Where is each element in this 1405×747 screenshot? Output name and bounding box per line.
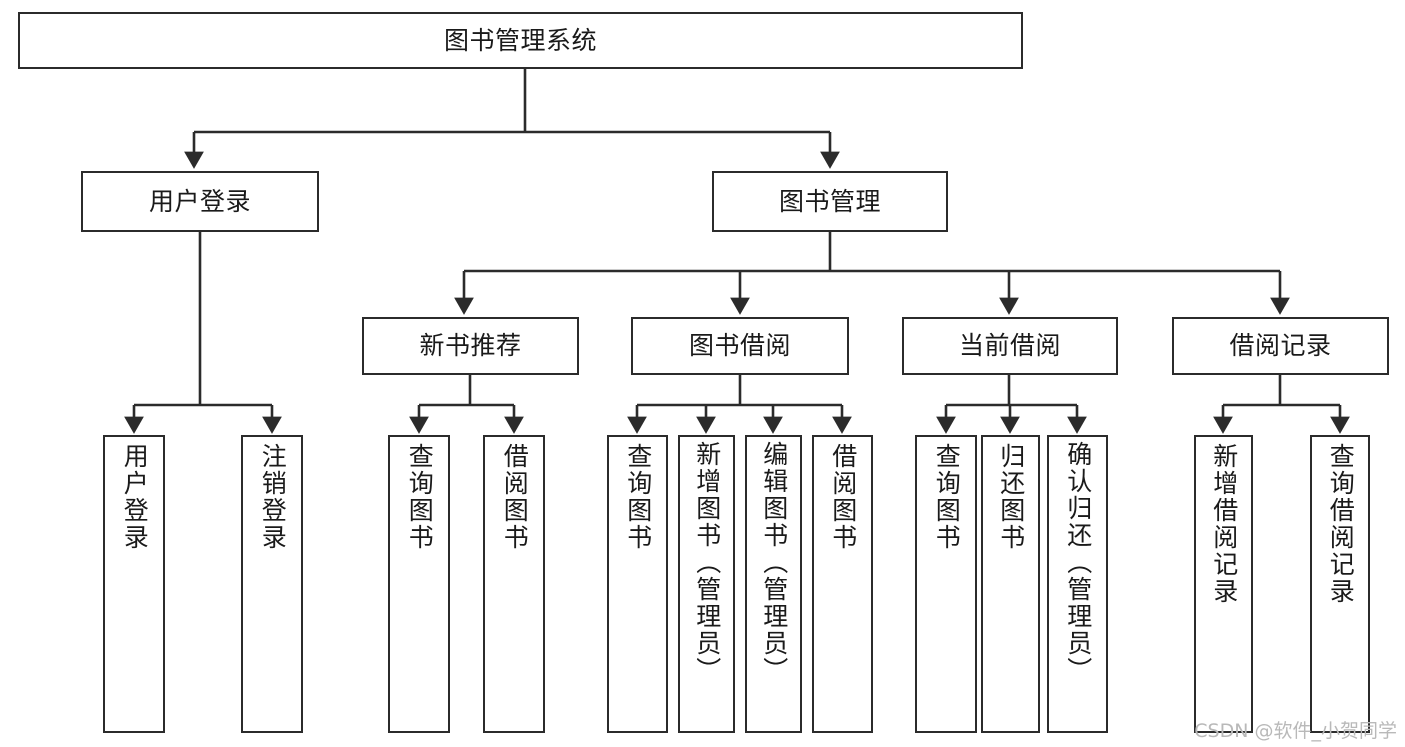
leaf-borrow-book-rec[interactable]: 借阅图书 xyxy=(483,435,545,733)
node-root[interactable]: 图书管理系统 xyxy=(18,12,1023,69)
leaf-edit-book-label: 编辑图书（管理员） xyxy=(759,441,789,684)
leaf-query-book-rec[interactable]: 查询图书 xyxy=(388,435,450,733)
node-user-login[interactable]: 用户登录 xyxy=(81,171,319,232)
node-book-borrow-label: 图书借阅 xyxy=(688,331,791,361)
node-new-book-recommend-label: 新书推荐 xyxy=(419,331,522,361)
node-user-login-label: 用户登录 xyxy=(148,186,251,216)
leaf-borrow-book-rec-label: 借阅图书 xyxy=(500,443,530,551)
leaf-user-logout[interactable]: 注销登录 xyxy=(241,435,303,733)
leaf-user-login[interactable]: 用户登录 xyxy=(103,435,165,733)
leaf-add-book[interactable]: 新增图书（管理员） xyxy=(678,435,735,733)
leaf-query-book-borrow[interactable]: 查询图书 xyxy=(607,435,668,733)
node-current-borrow-label: 当前借阅 xyxy=(958,331,1061,361)
leaf-return-book-label: 归还图书 xyxy=(996,443,1026,551)
leaf-user-logout-label: 注销登录 xyxy=(258,443,288,551)
leaf-return-book[interactable]: 归还图书 xyxy=(981,435,1040,733)
leaf-add-book-label: 新增图书（管理员） xyxy=(692,441,722,684)
node-borrow-record-label: 借阅记录 xyxy=(1229,331,1332,361)
node-root-label: 图书管理系统 xyxy=(443,25,597,55)
leaf-confirm-return-label: 确认归还（管理员） xyxy=(1063,441,1093,684)
leaf-edit-book[interactable]: 编辑图书（管理员） xyxy=(745,435,802,733)
leaf-confirm-return[interactable]: 确认归还（管理员） xyxy=(1047,435,1108,733)
node-book-borrow[interactable]: 图书借阅 xyxy=(631,317,849,375)
node-new-book-recommend[interactable]: 新书推荐 xyxy=(362,317,579,375)
leaf-query-book-borrow-label: 查询图书 xyxy=(623,443,653,551)
leaf-add-borrow-record-label: 新增借阅记录 xyxy=(1209,443,1239,605)
leaf-borrow-book[interactable]: 借阅图书 xyxy=(812,435,873,733)
node-book-manage-label: 图书管理 xyxy=(778,186,881,216)
leaf-query-book-current-label: 查询图书 xyxy=(932,443,962,551)
node-book-manage[interactable]: 图书管理 xyxy=(712,171,948,232)
leaf-query-book-current[interactable]: 查询图书 xyxy=(915,435,977,733)
csdn-watermark: CSDN @软件_小贺同学 xyxy=(1194,720,1397,742)
leaf-add-borrow-record[interactable]: 新增借阅记录 xyxy=(1194,435,1253,733)
leaf-query-borrow-record-label: 查询借阅记录 xyxy=(1326,443,1356,605)
leaf-query-borrow-record[interactable]: 查询借阅记录 xyxy=(1310,435,1370,733)
node-current-borrow[interactable]: 当前借阅 xyxy=(902,317,1118,375)
leaf-borrow-book-label: 借阅图书 xyxy=(828,443,858,551)
node-borrow-record[interactable]: 借阅记录 xyxy=(1172,317,1389,375)
leaf-user-login-label: 用户登录 xyxy=(120,443,150,551)
leaf-query-book-rec-label: 查询图书 xyxy=(405,443,435,551)
